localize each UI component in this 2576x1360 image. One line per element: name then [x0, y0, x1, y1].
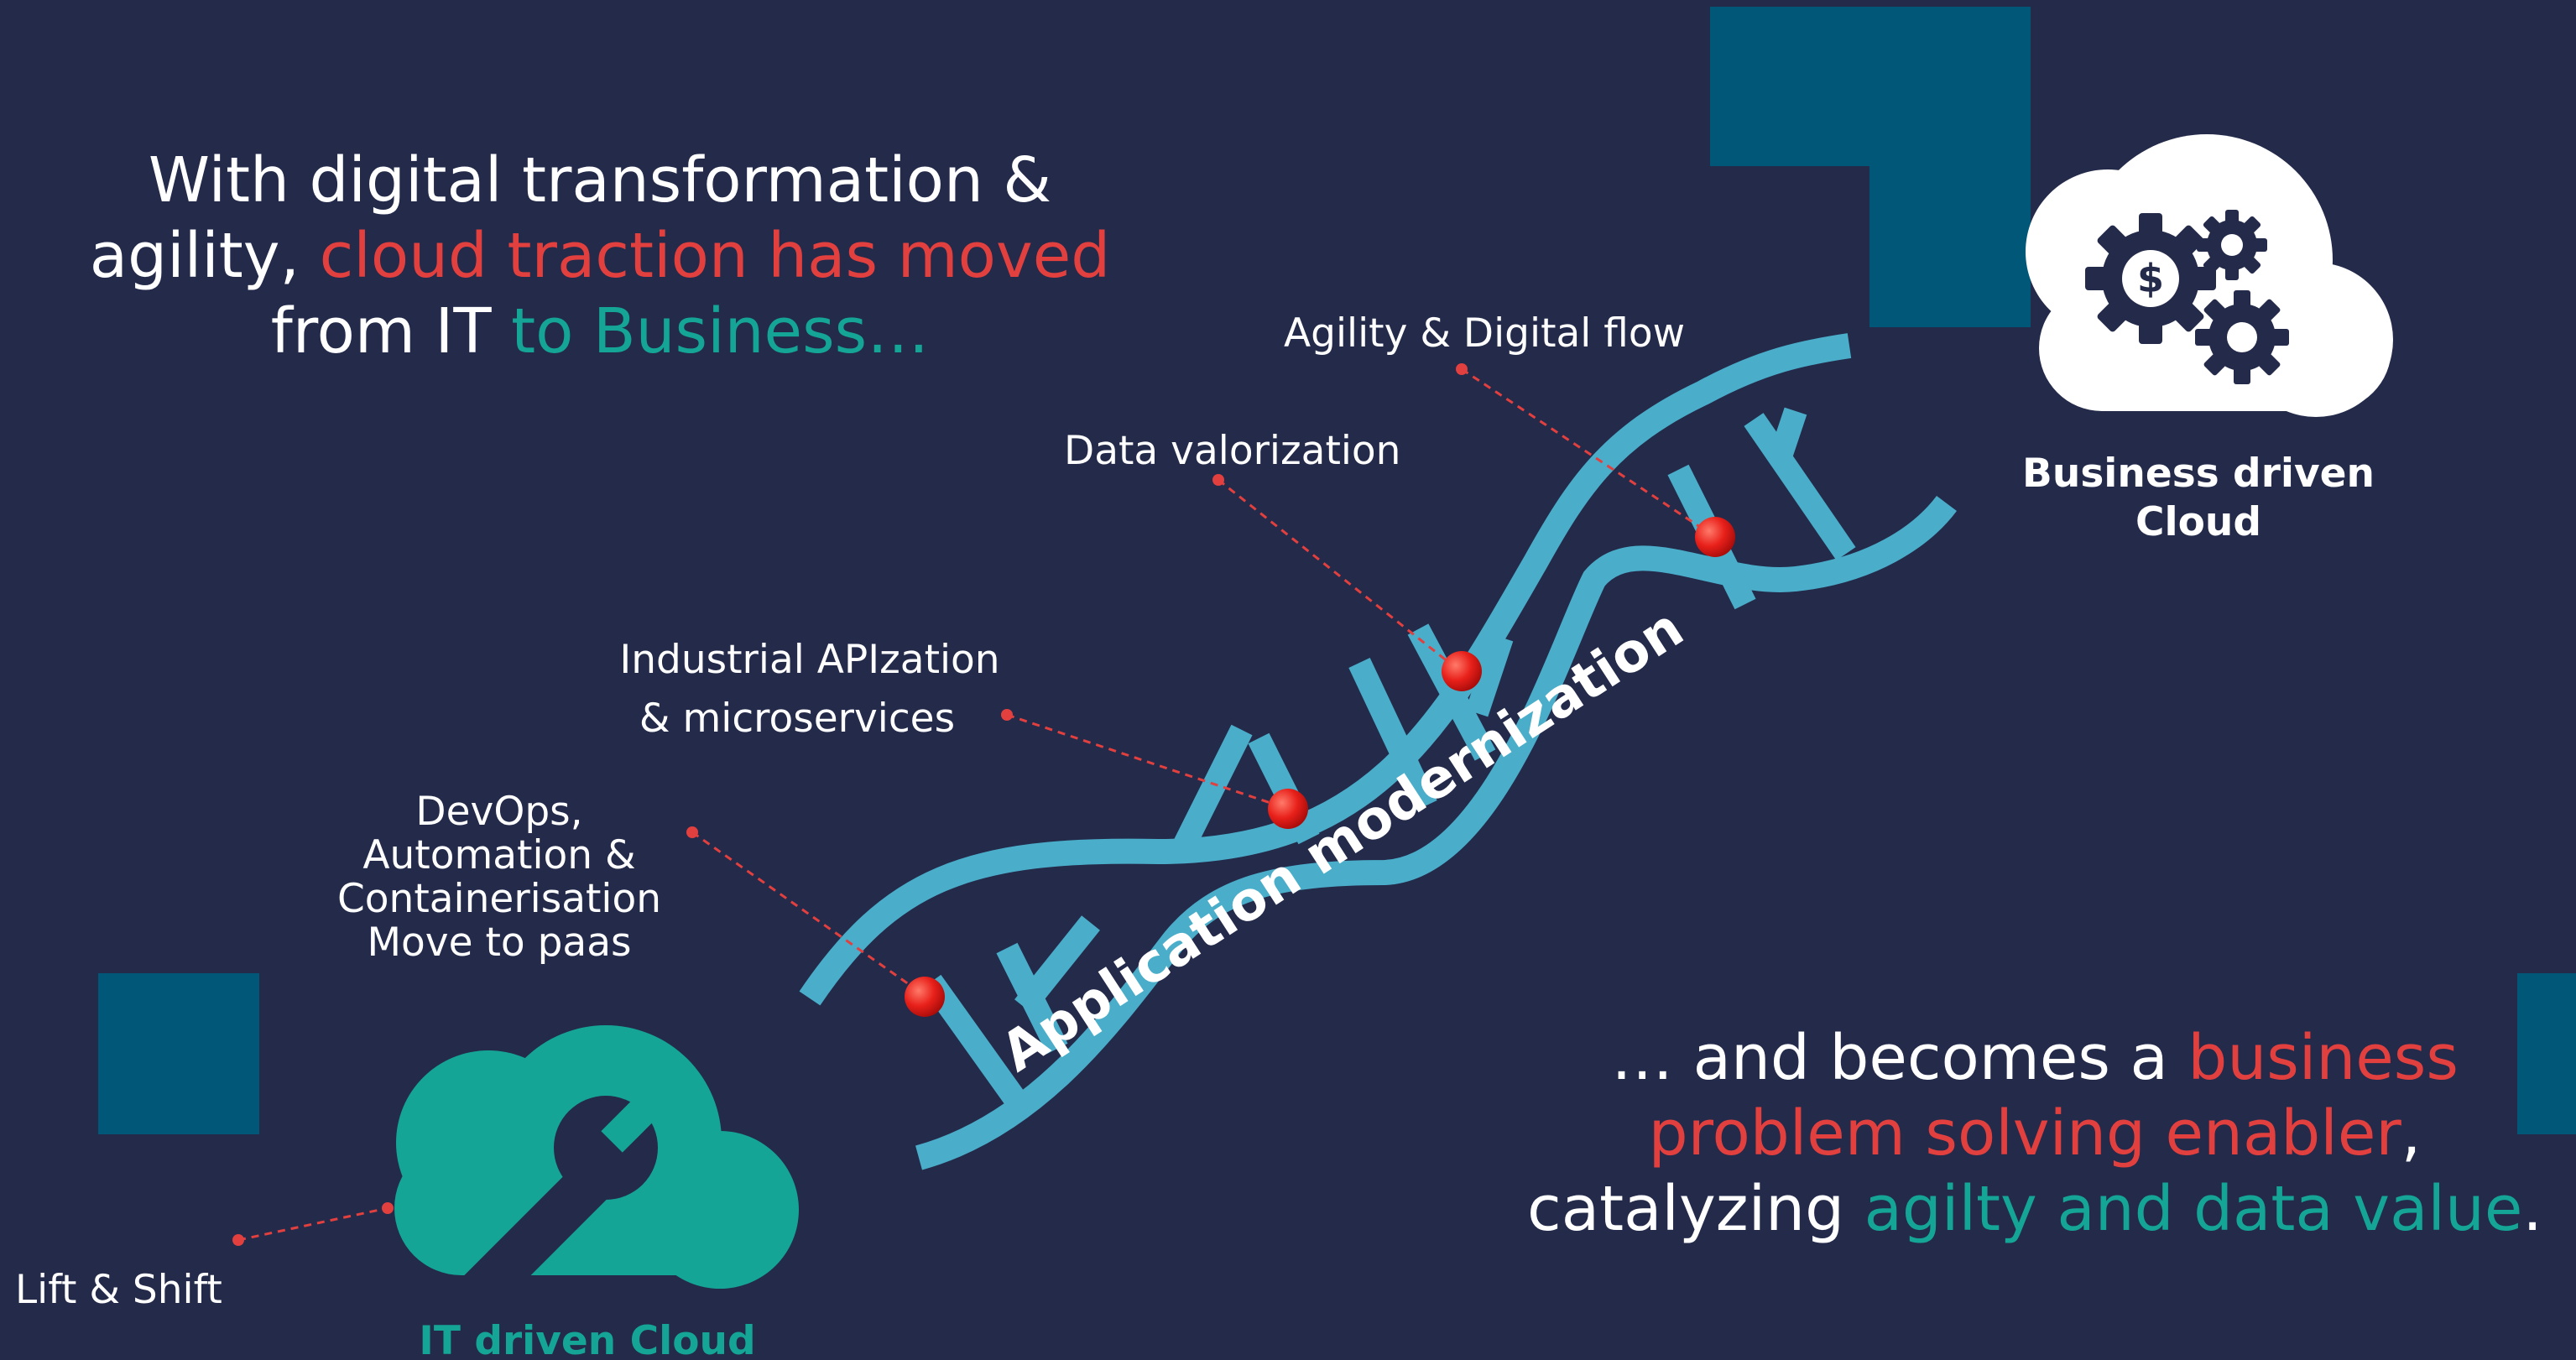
decorative-square-bottom-left: [98, 973, 259, 1134]
headline-line-3-highlight: to Business…: [511, 295, 930, 367]
connector-data: [1218, 478, 1461, 673]
closing-line-2: problem solving enabler,: [1502, 1096, 2568, 1171]
wrench-icon: [402, 1089, 665, 1360]
label-apization: Industrial APIzation & microservices: [587, 631, 1032, 748]
connector-agility: [1461, 367, 1716, 539]
milestone-dots: [905, 517, 1735, 1017]
closing-line-3-end: .: [2522, 1173, 2542, 1245]
label-devops-line-1: DevOps,: [415, 789, 583, 835]
connector-devops: [691, 831, 924, 996]
milestone-dot-devops: [905, 977, 945, 1017]
decorative-square-top-right: [1710, 7, 2031, 327]
it-cloud-label: IT driven Cloud: [419, 1318, 756, 1360]
closing-statement: … and becomes a business problem solving…: [1502, 1020, 2568, 1247]
headline: With digital transformation & agility, c…: [42, 143, 1158, 369]
decorative-square-right-edge: [2517, 973, 2576, 1134]
it-cloud-icon: [394, 1025, 799, 1360]
label-agility: Agility & Digital flow: [1284, 310, 1686, 357]
connector-api: [1006, 713, 1289, 810]
closing-line-2-highlight: problem solving enabler: [1648, 1097, 2401, 1170]
closing-line-2-plain: ,: [2401, 1097, 2422, 1170]
closing-line-3-highlight: agilty and data value: [1864, 1173, 2523, 1245]
helix-strand-b: [915, 495, 1957, 1170]
closing-line-1: … and becomes a business: [1502, 1020, 2568, 1096]
label-data-valorization: Data valorization: [1064, 428, 1401, 474]
svg-text:$: $: [2137, 256, 2164, 301]
headline-line-3-plain: from IT: [270, 295, 512, 367]
headline-line-2: agility, cloud traction has moved: [42, 218, 1158, 294]
gears-dollar-icon: $: [2085, 210, 2289, 384]
helix-rungs: [921, 407, 1856, 1107]
business-cloud-label: Business driven Cloud: [1980, 450, 2417, 547]
closing-line-1-highlight: business: [2188, 1022, 2459, 1094]
label-devops-line-2: Automation &: [362, 832, 636, 878]
label-devops-line-3: Containerisation: [336, 876, 662, 922]
headline-line-2-plain: agility,: [89, 220, 320, 292]
label-apization-line-2: & microservices: [639, 696, 956, 742]
milestone-dot-data: [1442, 651, 1482, 691]
business-cloud-label-line-1: Business driven: [2022, 451, 2375, 497]
label-lift-shift: Lift & Shift: [15, 1267, 222, 1313]
label-apization-line-1: Industrial APIzation: [619, 637, 1000, 683]
milestone-dot-agility: [1695, 517, 1735, 557]
headline-line-1: With digital transformation &: [148, 144, 1052, 216]
dna-helix: [799, 333, 1957, 1170]
connector-lift: [237, 1206, 388, 1242]
milestone-dot-api: [1268, 789, 1308, 829]
label-devops-line-4: Move to paas: [367, 920, 632, 966]
closing-line-3: catalyzing agilty and data value.: [1502, 1171, 2568, 1247]
business-cloud-label-line-2: Cloud: [2135, 499, 2261, 545]
headline-line-2-highlight: cloud traction has moved: [319, 220, 1111, 292]
label-devops: DevOps, Automation & Containerisation Mo…: [319, 790, 680, 965]
business-cloud-icon: $: [2026, 134, 2393, 417]
closing-line-3-plain: catalyzing: [1527, 1173, 1864, 1245]
decorative-squares: [98, 7, 2576, 1134]
closing-line-1-plain: … and becomes a: [1611, 1022, 2188, 1094]
connectors: [237, 367, 1716, 1242]
connector-endpoints: [232, 363, 1468, 1246]
headline-line-3: from IT to Business…: [42, 294, 1158, 369]
